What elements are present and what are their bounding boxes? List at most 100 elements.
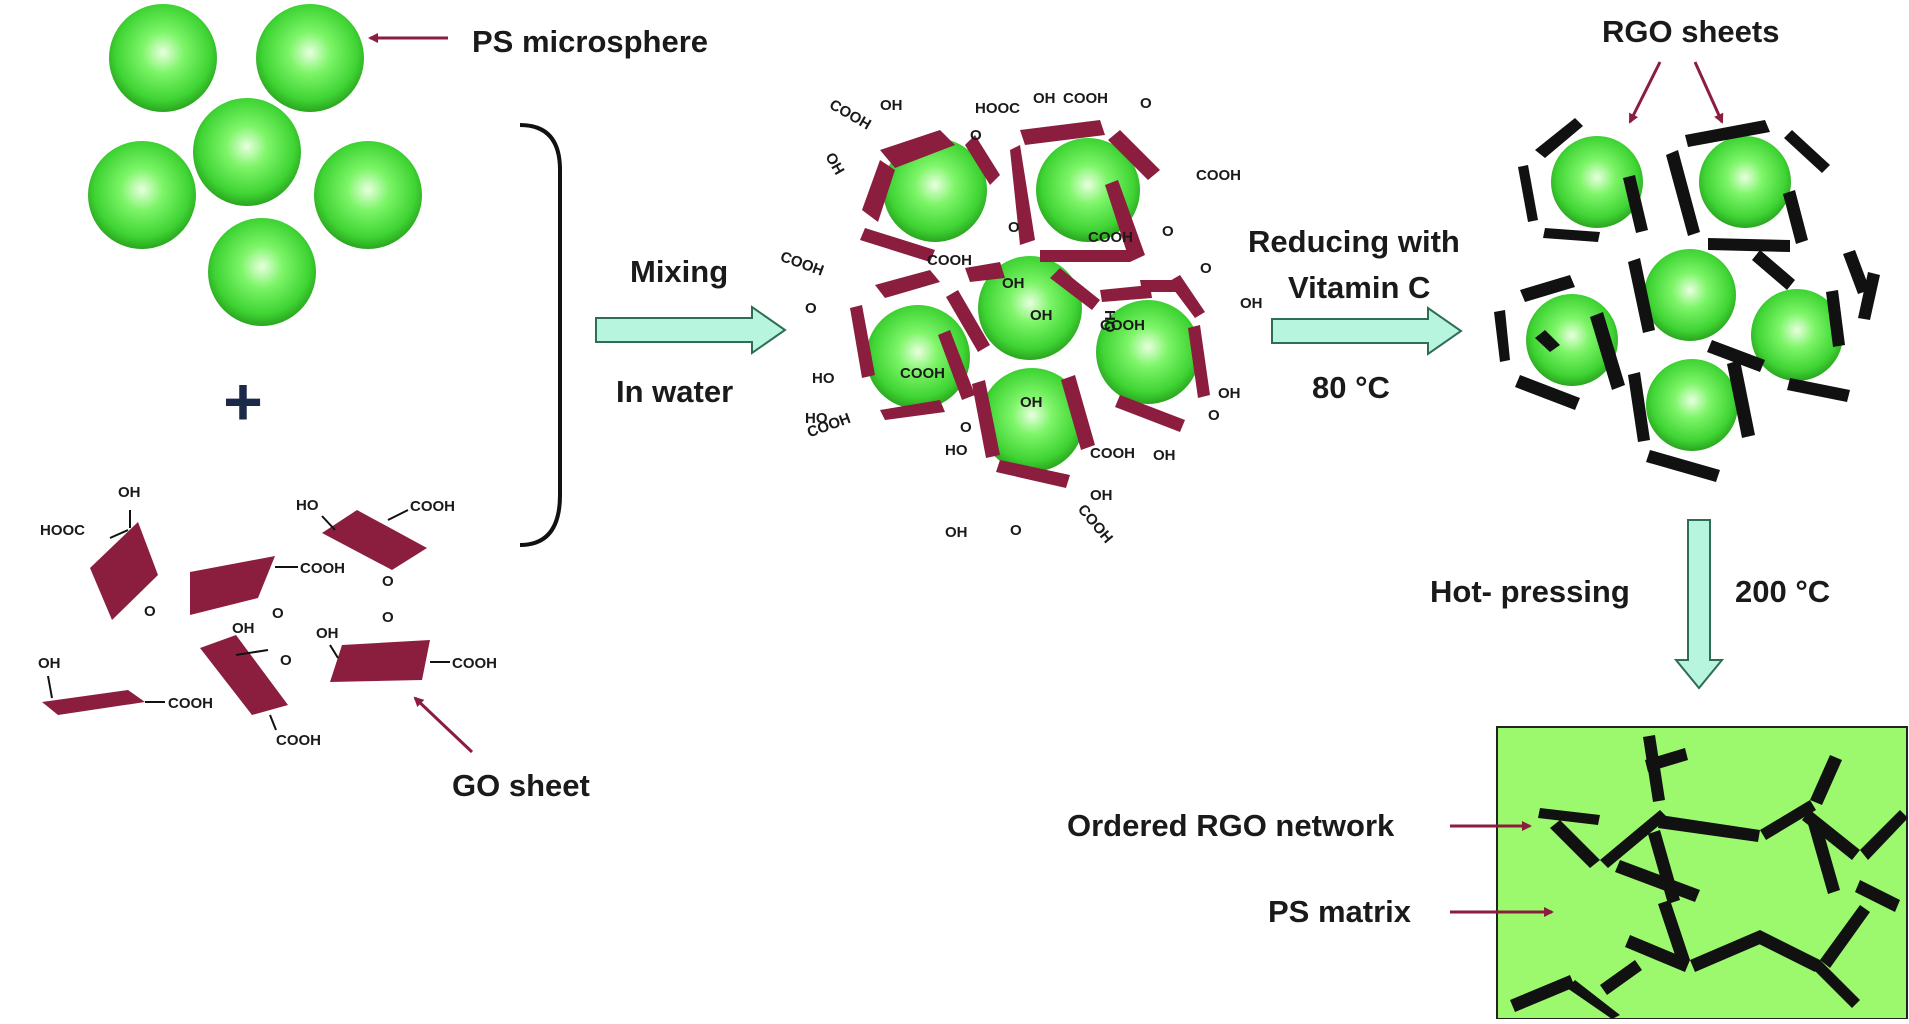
rgo-wrapped-cluster <box>1494 118 1880 482</box>
ps-matrix-box <box>1496 726 1908 1020</box>
ps-sphere <box>866 305 970 409</box>
rgo-wrap-sheets <box>1494 118 1880 482</box>
svg-text:O: O <box>1208 407 1220 424</box>
group-label: COOH <box>410 498 455 515</box>
ps-sphere <box>1699 136 1791 228</box>
go-sheet-label: GO sheet <box>452 768 590 803</box>
ps-sphere <box>208 218 316 326</box>
svg-text:OH: OH <box>1218 385 1241 402</box>
svg-text:COOH: COOH <box>826 96 873 133</box>
ps-sphere <box>1036 138 1140 242</box>
svg-text:OH: OH <box>1240 295 1263 312</box>
svg-text:COOH: COOH <box>1090 445 1135 462</box>
group-label: OH <box>316 625 339 642</box>
group-label: O <box>382 573 394 590</box>
ps-sphere <box>1751 289 1843 381</box>
group-label: O <box>144 603 156 620</box>
go-sheet <box>42 690 145 715</box>
svg-text:O: O <box>805 300 817 317</box>
ps-sphere <box>980 368 1084 472</box>
in-water-label: In water <box>616 374 733 409</box>
svg-text:COOH: COOH <box>1088 229 1133 246</box>
svg-text:HO: HO <box>945 442 968 459</box>
go-wrap-sheets <box>850 120 1210 488</box>
reducing-label-line2: Vitamin C <box>1288 270 1430 305</box>
mixing-arrow <box>595 305 787 355</box>
ordered-network-label: Ordered RGO network <box>1067 808 1395 843</box>
svg-text:O: O <box>1140 95 1152 112</box>
hot-pressing-arrow <box>1673 519 1725 690</box>
group-label: OH <box>38 655 61 672</box>
go-sheet-group: HOOC OH O COOH OH O HO COOH O O COOH OH … <box>38 484 497 749</box>
go-sheet <box>190 556 275 615</box>
group-label: OH <box>232 620 255 637</box>
group-label: O <box>382 609 394 626</box>
ps-sphere <box>1646 359 1738 451</box>
ps-sphere <box>256 4 364 112</box>
group-label: HOOC <box>40 522 85 539</box>
svg-text:COOH: COOH <box>1196 167 1241 184</box>
ps-microsphere-label: PS microsphere <box>472 24 708 59</box>
group-label: O <box>272 605 284 622</box>
go-sheet <box>322 510 427 570</box>
hot-pressing-label: Hot- pressing <box>1430 574 1630 609</box>
group-label: COOH <box>276 732 321 749</box>
ps-sphere <box>88 141 196 249</box>
group-label: O <box>280 652 292 669</box>
svg-text:HO: HO <box>812 370 835 387</box>
group-label: OH <box>118 484 141 501</box>
mixing-bracket <box>519 123 562 547</box>
svg-text:HO: HO <box>1101 310 1118 333</box>
svg-text:O: O <box>970 127 982 144</box>
svg-text:OH: OH <box>1020 394 1043 411</box>
svg-text:COOH: COOH <box>778 248 826 279</box>
svg-text:OH: OH <box>880 97 903 114</box>
svg-text:HO: HO <box>805 410 828 427</box>
svg-text:O: O <box>1010 522 1022 539</box>
go-sheet <box>330 640 430 682</box>
svg-text:OH: OH <box>1153 447 1176 464</box>
ps-sphere <box>314 141 422 249</box>
svg-text:O: O <box>1200 260 1212 277</box>
ps-sphere <box>883 138 987 242</box>
svg-text:COOH: COOH <box>900 365 945 382</box>
ps-matrix <box>1496 726 1908 1020</box>
svg-text:COOH: COOH <box>1100 317 1145 334</box>
reducing-arrow <box>1271 306 1463 356</box>
group-label: HO <box>296 497 319 514</box>
svg-text:HOOC: HOOC <box>975 100 1020 117</box>
go-sheet <box>200 635 288 715</box>
mixing-label: Mixing <box>630 254 728 289</box>
rgo-pointer-right <box>1693 61 1724 124</box>
ps-sphere <box>1644 249 1736 341</box>
svg-text:OH: OH <box>1002 275 1025 292</box>
go-wrapped-cluster: OH HOOC OH COOH O O COOH COOH COOH O O O… <box>778 90 1263 547</box>
plus-sign: + <box>223 364 263 440</box>
ps-sphere <box>109 4 217 112</box>
go-sheet <box>90 522 158 620</box>
rgo-pointer-left <box>1628 61 1662 124</box>
rgo-sheets-label: RGO sheets <box>1602 14 1779 49</box>
group-label: COOH <box>168 695 213 712</box>
svg-text:OH: OH <box>1030 307 1053 324</box>
ps-sphere <box>193 98 301 206</box>
temp-80-label: 80 °C <box>1312 370 1390 405</box>
temp-200-label: 200 °C <box>1735 574 1830 609</box>
ps-microsphere-cluster <box>88 4 422 326</box>
svg-text:COOH: COOH <box>1074 501 1116 546</box>
reducing-label-line1: Reducing with <box>1248 224 1460 259</box>
ps-matrix-label: PS matrix <box>1268 894 1412 929</box>
svg-text:OH: OH <box>1033 90 1056 107</box>
svg-text:COOH: COOH <box>927 252 972 269</box>
svg-text:O: O <box>1162 223 1174 240</box>
go-sheet-pointer <box>413 696 474 754</box>
ps-sphere <box>1551 136 1643 228</box>
group-label: COOH <box>300 560 345 577</box>
ps-sphere <box>1096 300 1200 404</box>
svg-text:OH: OH <box>1090 487 1113 504</box>
rgo-network <box>1510 735 1908 1019</box>
svg-text:O: O <box>960 419 972 436</box>
svg-text:O: O <box>1008 219 1020 236</box>
